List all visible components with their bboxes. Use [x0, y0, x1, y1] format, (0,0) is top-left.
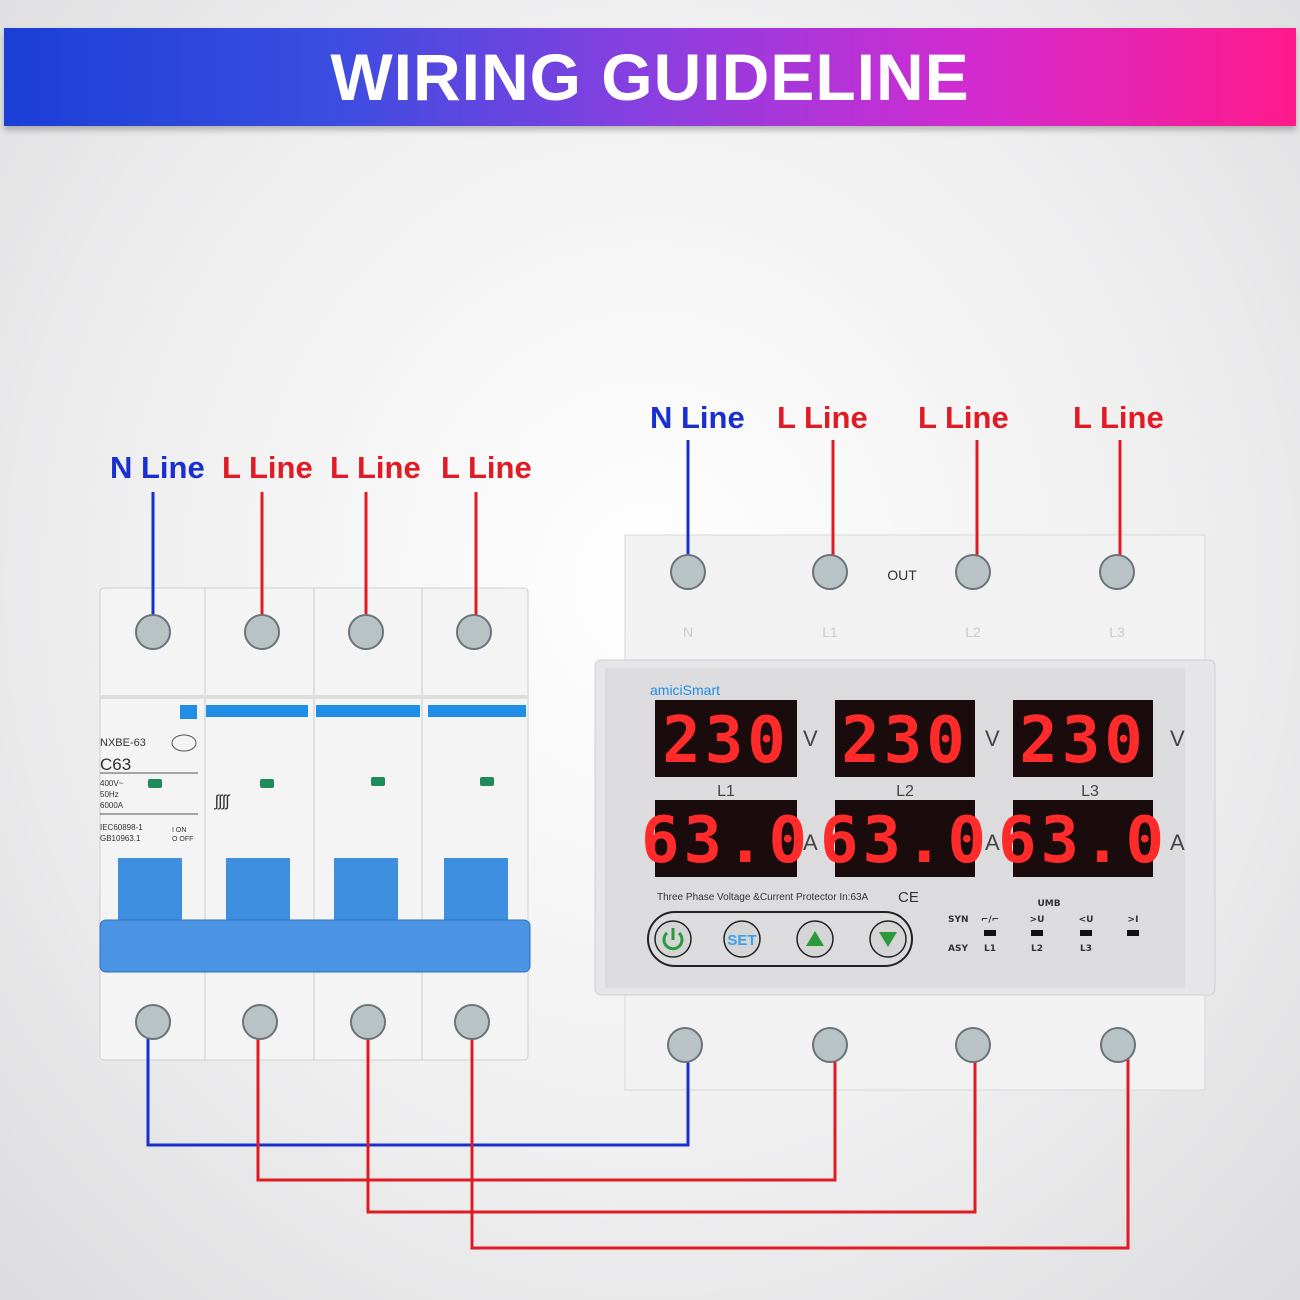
- label-l-line: L Line: [330, 450, 421, 485]
- screw-icon: [456, 614, 492, 650]
- screw-icon: [670, 554, 706, 590]
- breaker-symbol: ʃʃʃʃ: [214, 793, 231, 810]
- up-button[interactable]: [796, 920, 834, 958]
- voltage-l1: 230: [662, 704, 790, 778]
- power-icon: [662, 931, 684, 951]
- unit-a-2: A: [985, 830, 1000, 855]
- breaker-handle[interactable]: [99, 858, 531, 973]
- led-l3: L3: [1080, 944, 1092, 954]
- phase-label-l3: L3: [1081, 783, 1099, 800]
- title: WIRING GUIDELINE: [330, 40, 970, 114]
- screw-icon: [1099, 554, 1135, 590]
- label-l-line: L Line: [222, 450, 313, 485]
- up-icon: [806, 931, 824, 946]
- screw-icon: [812, 1027, 848, 1063]
- screw-icon: [135, 614, 171, 650]
- screw-icon: [350, 1004, 386, 1040]
- screw-icon: [955, 554, 991, 590]
- current-l1: 63.0: [641, 804, 811, 878]
- wires: [146, 440, 1130, 1250]
- voltage-l2: 230: [841, 704, 969, 778]
- out-label: OUT: [887, 567, 917, 583]
- current-l2: 63.0: [820, 804, 990, 878]
- overcurrent-mark: >I: [1128, 915, 1139, 925]
- screw-icon: [244, 614, 280, 650]
- down-icon: [879, 932, 897, 947]
- screw-icon: [135, 1004, 171, 1040]
- spec-capacity: 6000A: [100, 801, 124, 810]
- screw-icon: [955, 1027, 991, 1063]
- led-l2: L2: [1031, 944, 1043, 954]
- indicator-panel: UMB SYN ASY ⌐/⌐ >U <U >I L1 L2 L3: [948, 899, 1139, 954]
- breaker-model: NXBE-63: [100, 737, 146, 749]
- screw-icon: [812, 554, 848, 590]
- terminal-screws: [135, 554, 1136, 1063]
- umb-label: UMB: [1037, 899, 1060, 909]
- set-label: SET: [727, 932, 756, 949]
- terminal-mark-l2: L2: [965, 624, 981, 640]
- power-button[interactable]: [654, 920, 692, 958]
- title-banner: WIRING GUIDELINE: [4, 28, 1296, 126]
- label-l-line: L Line: [918, 400, 1009, 435]
- unit-a-3: A: [1170, 830, 1185, 855]
- off-label: O OFF: [172, 836, 193, 843]
- live-wire-bottom-1: [256, 1022, 837, 1182]
- phase-label-l2: L2: [896, 783, 914, 800]
- terminal-mark-l3: L3: [1109, 624, 1125, 640]
- led-l1: L1: [984, 944, 996, 954]
- switch-mark: ⌐/⌐: [981, 915, 999, 925]
- spec-frequency: 50Hz: [100, 790, 119, 799]
- asy-label: ASY: [948, 944, 968, 954]
- ce-mark: CE: [898, 889, 919, 906]
- screw-icon: [454, 1004, 490, 1040]
- label-l-line: L Line: [777, 400, 868, 435]
- label-n-line: N Line: [110, 450, 205, 485]
- voltage-l3: 230: [1019, 704, 1147, 778]
- protector-description: Three Phase Voltage &Current Protector I…: [657, 892, 869, 903]
- screw-icon: [348, 614, 384, 650]
- live-wire-bottom-2: [366, 1022, 977, 1214]
- label-l-line: L Line: [441, 450, 532, 485]
- screw-icon: [667, 1027, 703, 1063]
- label-n-line: N Line: [650, 400, 745, 435]
- neutral-wire-bottom: [146, 1022, 690, 1147]
- unit-v-2: V: [985, 726, 1000, 751]
- down-button[interactable]: [869, 920, 907, 958]
- unit-a-1: A: [803, 830, 818, 855]
- live-wire-bottom-3: [470, 1022, 1130, 1250]
- undervoltage-mark: <U: [1079, 915, 1094, 925]
- current-l3: 63.0: [998, 804, 1168, 878]
- screw-icon: [242, 1004, 278, 1040]
- screw-icon: [1100, 1027, 1136, 1063]
- overvoltage-mark: >U: [1030, 915, 1045, 925]
- unit-v-3: V: [1170, 726, 1185, 751]
- syn-label: SYN: [948, 915, 969, 925]
- standard-iec: IEC60898-1: [100, 823, 143, 832]
- display-panel: 230 230 230 63.0 63.0 63.0 V V V A A A L…: [641, 700, 1185, 878]
- circuit-breaker: NXBE-63 C63 400V~ 50Hz 6000A IEC60898-1 …: [99, 587, 531, 1061]
- protector-labels: N Line L Line L Line L Line: [650, 400, 1164, 435]
- spec-voltage: 400V~: [100, 779, 124, 788]
- phase-label-l1: L1: [717, 783, 735, 800]
- standard-gb: GB10963.1: [100, 834, 141, 843]
- label-l-line: L Line: [1073, 400, 1164, 435]
- unit-v-1: V: [803, 726, 818, 751]
- terminal-mark-n: N: [683, 624, 693, 640]
- breaker-labels: N Line L Line L Line L Line: [110, 450, 532, 485]
- terminal-mark-l1: L1: [822, 624, 838, 640]
- on-label: I ON: [172, 827, 186, 834]
- breaker-rating: C63: [100, 755, 131, 774]
- set-button[interactable]: SET: [723, 920, 761, 958]
- brand-logo: amiciSmart: [650, 682, 720, 698]
- voltage-current-protector: OUT N L1 L2 L3 amiciSmart 230 230 230 63…: [594, 534, 1216, 1091]
